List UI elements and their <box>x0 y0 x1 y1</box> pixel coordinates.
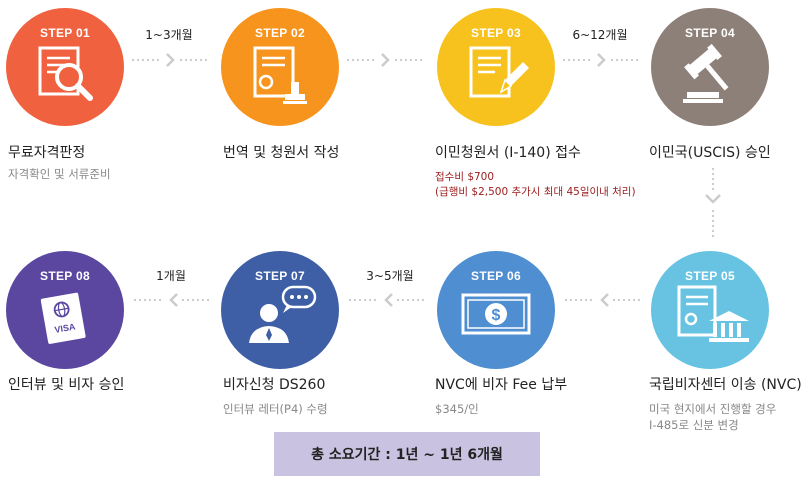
step-06-circle: STEP 06 $ <box>437 251 555 369</box>
arrow-right-icon <box>563 53 641 67</box>
step-08-label: STEP 08 <box>40 269 90 283</box>
arrow-right-icon <box>347 53 425 67</box>
duration-1-month: 1개월 <box>156 269 186 283</box>
step-08-title: 인터뷰 및 비자 승인 <box>8 377 125 393</box>
step-05-circle: STEP 05 <box>651 251 769 369</box>
step-03-title: 이민청원서 (I-140) 접수 <box>435 145 581 161</box>
total-duration-text: 총 소요기간 : 1년 ~ 1년 6개월 <box>311 447 503 463</box>
arrow-left-icon <box>134 293 212 307</box>
step-06-subtitle: $345/인 <box>435 402 479 416</box>
step-02-circle: STEP 02 <box>221 8 339 126</box>
duration-6-12-months: 6~12개월 <box>572 28 628 42</box>
step-02-label: STEP 02 <box>255 26 305 40</box>
interview-person-icon <box>249 285 317 343</box>
step-01-label: STEP 01 <box>40 26 90 40</box>
step-06-title: NVC에 비자 Fee 납부 <box>435 377 568 393</box>
document-bank-icon <box>677 285 749 342</box>
certificate-stamp-icon <box>253 46 307 104</box>
step-07-circle: STEP 07 <box>221 251 339 369</box>
step-03-fee-note: 접수비 $700 <box>435 171 495 183</box>
step-03-express-note: (급행비 $2,500 추가시 최대 45일이내 처리) <box>435 186 636 198</box>
step-08-circle: STEP 08 VISA <box>6 251 124 369</box>
duration-1-3-months: 1~3개월 <box>145 28 193 42</box>
step-05-title: 국립비자센터 이송 (NVC) <box>649 377 802 393</box>
step-03-label: STEP 03 <box>471 26 521 40</box>
step-05-subtitle-line1: 미국 현지에서 진행할 경우 <box>649 402 777 416</box>
step-01-title: 무료자격판정 <box>8 145 86 161</box>
svg-text:$: $ <box>492 307 501 324</box>
arrow-left-icon <box>349 293 427 307</box>
step-07-title: 비자신청 DS260 <box>223 377 326 393</box>
step-02-title: 번역 및 청원서 작성 <box>223 145 340 161</box>
step-01-subtitle: 자격확인 및 서류준비 <box>8 167 111 181</box>
step-06-label: STEP 06 <box>471 269 521 283</box>
step-01-circle: STEP 01 <box>6 8 124 126</box>
total-duration-box: 총 소요기간 : 1년 ~ 1년 6개월 <box>274 432 540 476</box>
document-search-icon <box>38 46 93 101</box>
document-pen-icon <box>469 46 529 98</box>
svg-text:VISA: VISA <box>54 321 77 335</box>
arrow-right-icon <box>132 53 210 67</box>
gavel-icon <box>683 43 729 103</box>
step-04-circle: STEP 04 <box>651 8 769 126</box>
visa-passport-icon: VISA <box>40 292 86 344</box>
duration-3-5-months: 3~5개월 <box>366 269 414 283</box>
dollar-bill-icon: $ <box>461 293 531 335</box>
step-05-label: STEP 05 <box>685 269 735 283</box>
step-07-label: STEP 07 <box>255 269 305 283</box>
arrow-left-icon <box>565 293 643 307</box>
arrow-down-icon <box>705 168 721 238</box>
step-05-subtitle-line2: I-485로 신분 변경 <box>649 418 739 432</box>
step-04-label: STEP 04 <box>685 26 735 40</box>
step-07-subtitle: 인터뷰 레터(P4) 수령 <box>223 402 328 416</box>
step-03-circle: STEP 03 <box>437 8 555 126</box>
step-04-title: 이민국(USCIS) 승인 <box>649 145 771 161</box>
